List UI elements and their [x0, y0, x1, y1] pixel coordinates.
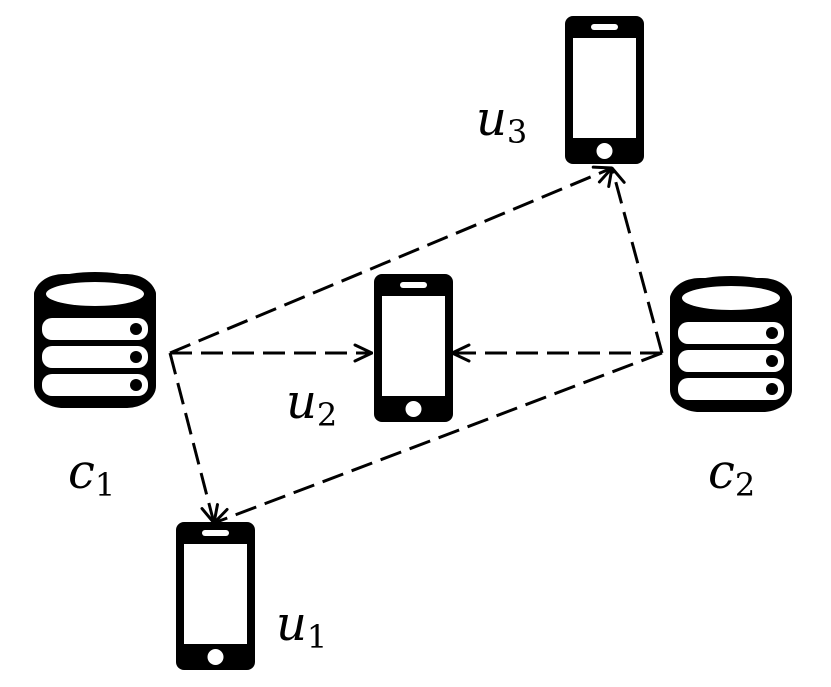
database-icon: [34, 272, 156, 408]
edge-c1-u3: [169, 168, 612, 355]
label-c2: c2: [708, 444, 755, 504]
database-icon: [670, 276, 792, 412]
label-u2: u2: [286, 374, 337, 434]
edge-c2-u1: [214, 351, 663, 523]
connection-edges: [168, 168, 664, 523]
edge-c2-u3: [612, 168, 664, 354]
edge-c1-u1: [168, 352, 214, 523]
smartphone-icon: [176, 522, 255, 670]
label-u3: u3: [476, 91, 527, 151]
device-u1: [176, 522, 255, 670]
smartphone-icon: [565, 16, 644, 164]
device-u2: [374, 274, 453, 422]
label-c1: c1: [68, 444, 115, 504]
smartphone-icon: [374, 274, 453, 422]
server-c1: [34, 272, 156, 408]
server-c2: [670, 276, 792, 412]
device-u3: [565, 16, 644, 164]
label-u1: u1: [276, 596, 327, 656]
